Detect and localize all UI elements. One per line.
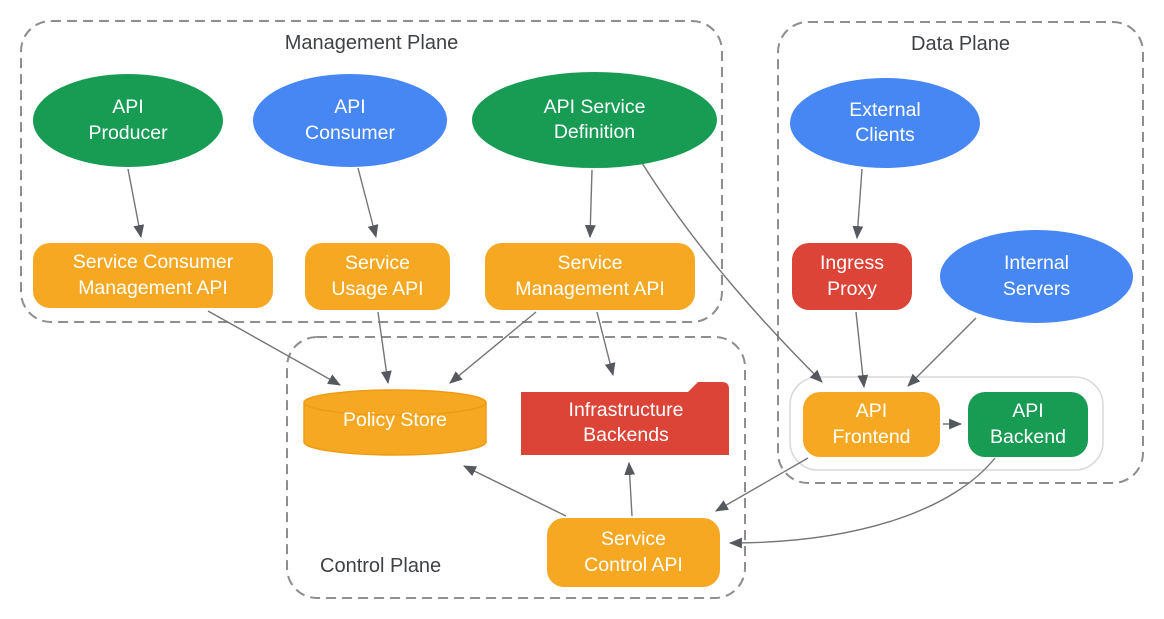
node-api-producer: API Producer bbox=[33, 74, 223, 167]
node-api-service-definition: API Service Definition bbox=[472, 72, 717, 168]
edge-ingress-proxy-to-api-frontend bbox=[855, 311, 869, 389]
edge-api-frontend-to-service-control-api bbox=[715, 457, 809, 512]
node-label: Service Usage API bbox=[331, 252, 424, 300]
data-plane-frame bbox=[777, 21, 1144, 484]
node-label: API Frontend bbox=[832, 400, 911, 448]
node-label: API Service Definition bbox=[543, 95, 646, 143]
edge-api-service-definition-to-service-management-api bbox=[584, 169, 596, 239]
node-label: Policy Store bbox=[342, 408, 448, 431]
node-api-frontend: API Frontend bbox=[803, 392, 940, 457]
control-plane-title: Control Plane bbox=[320, 555, 442, 577]
edge-external-clients-to-ingress-proxy bbox=[852, 168, 864, 240]
node-internal-servers: Internal Servers bbox=[940, 230, 1133, 323]
node-label: API Consumer bbox=[305, 96, 395, 144]
edge-api-service-definition-to-api-frontend bbox=[641, 162, 823, 383]
node-api-backend: API Backend bbox=[968, 392, 1088, 457]
node-label: External Clients bbox=[849, 98, 921, 146]
edge-service-consumer-management-api-to-policy-store bbox=[207, 310, 341, 386]
management-plane-frame bbox=[20, 20, 723, 323]
node-label: Service Consumer Management API bbox=[72, 251, 234, 299]
edge-service-usage-api-to-policy-store bbox=[377, 311, 392, 385]
edge-service-control-api-to-policy-store bbox=[463, 465, 567, 517]
node-label: Internal Servers bbox=[1002, 252, 1071, 300]
edge-api-producer-to-service-consumer-management-api bbox=[127, 168, 145, 239]
management-plane-title: Management Plane bbox=[284, 32, 459, 54]
edge-api-consumer-to-service-usage-api bbox=[357, 167, 379, 239]
node-api-consumer: API Consumer bbox=[253, 74, 447, 167]
edge-service-management-api-to-infrastructure-backends bbox=[596, 311, 616, 377]
node-label: Ingress Proxy bbox=[820, 252, 884, 300]
node-service-usage-api: Service Usage API bbox=[305, 243, 450, 310]
edge-service-management-api-to-policy-store bbox=[449, 311, 537, 384]
node-service-control-api: Service Control API bbox=[547, 518, 720, 587]
node-label: Service Control API bbox=[584, 528, 683, 576]
node-label: API Backend bbox=[990, 400, 1066, 448]
node-service-management-api: Service Management API bbox=[485, 243, 695, 310]
node-policy-store: Policy Store bbox=[302, 388, 488, 457]
control-plane-frame bbox=[286, 336, 746, 599]
node-service-consumer-management-api: Service Consumer Management API bbox=[33, 243, 273, 308]
node-label: Service Management API bbox=[515, 252, 665, 300]
data-plane-title: Data Plane bbox=[911, 33, 1010, 55]
node-infrastructure-backends: Infrastructure Backends bbox=[520, 381, 732, 456]
node-label: Infrastructure Backends bbox=[568, 398, 684, 446]
folder-shape bbox=[521, 382, 729, 455]
edge-api-backend-to-service-control-api bbox=[728, 457, 996, 549]
node-external-clients: External Clients bbox=[790, 78, 980, 168]
cylinder-shape bbox=[303, 389, 487, 456]
edge-internal-servers-to-api-frontend bbox=[907, 317, 977, 387]
edges-group bbox=[127, 162, 996, 549]
edge-service-control-api-to-infrastructure-backends bbox=[624, 461, 636, 517]
node-label: API Producer bbox=[88, 96, 168, 144]
node-ingress-proxy: Ingress Proxy bbox=[792, 243, 912, 310]
